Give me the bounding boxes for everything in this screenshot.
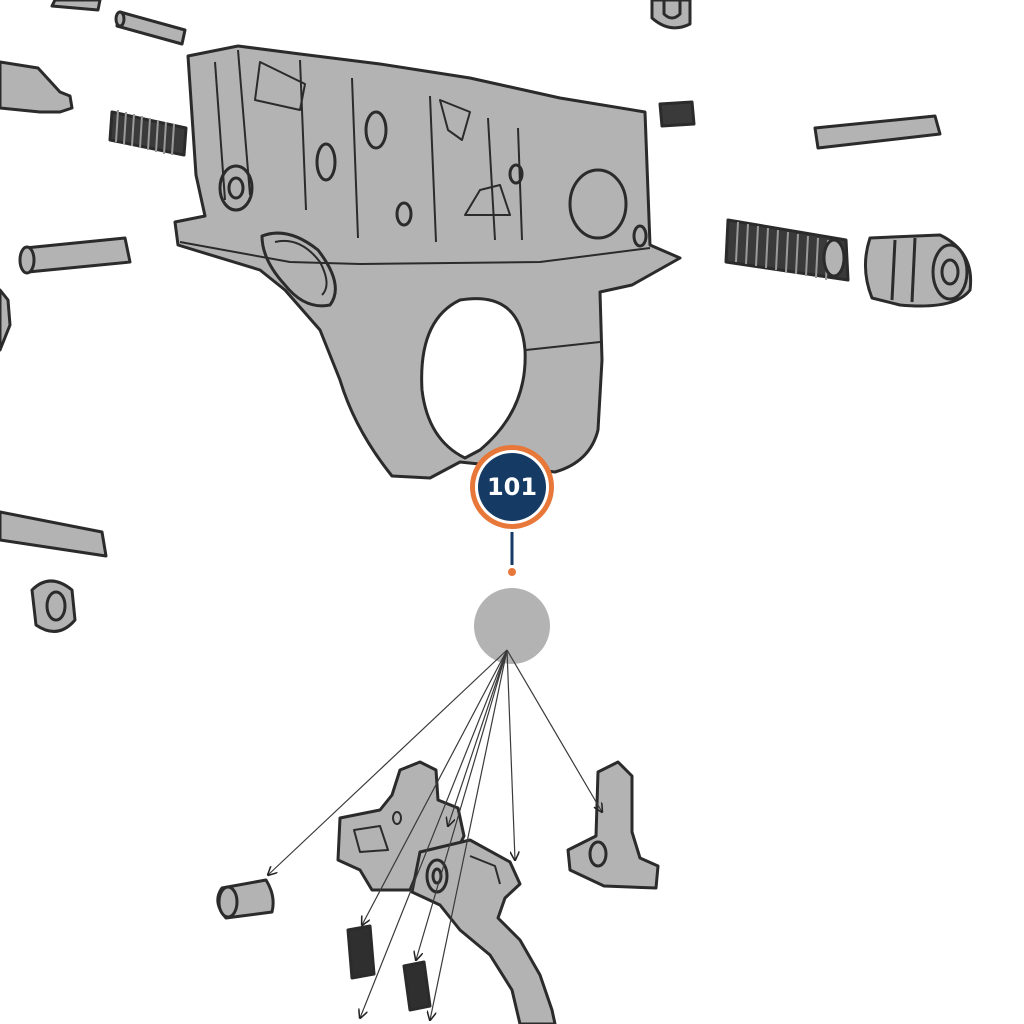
callout-badge-101[interactable]: 101 <box>470 445 554 529</box>
ring-lower-left[interactable] <box>30 579 77 633</box>
spring-upper-left[interactable] <box>108 109 188 157</box>
trigger-housing[interactable] <box>173 44 682 480</box>
pin-fragment-top[interactable] <box>50 0 102 12</box>
part-left-edge[interactable] <box>0 288 12 352</box>
leader-line-trigger <box>506 649 515 860</box>
callout-number: 101 <box>478 453 546 521</box>
leader-line-spring-left <box>362 649 508 925</box>
pin-top-left[interactable] <box>114 10 187 46</box>
spring-right[interactable] <box>724 218 850 282</box>
bushing-right[interactable] <box>864 233 973 308</box>
detent-block[interactable] <box>0 60 74 114</box>
spring-small-left[interactable] <box>346 924 376 980</box>
leader-line-pin-b <box>430 649 508 1020</box>
callout-ring: 101 <box>475 450 549 524</box>
leader-line-pin-a <box>360 649 508 1018</box>
pin-left[interactable] <box>18 236 132 275</box>
leader-line-bushing <box>268 649 508 875</box>
pin-right[interactable] <box>813 114 942 150</box>
rod-lower-left[interactable] <box>0 510 108 558</box>
ring-top-right[interactable] <box>650 0 692 30</box>
leader-line-hammer <box>448 649 508 826</box>
pin-bushing-lower[interactable] <box>216 878 275 920</box>
callout-connector <box>508 532 516 576</box>
leader-line-spring-right <box>416 649 508 960</box>
assembly-hub <box>474 588 550 664</box>
trigger-part[interactable] <box>410 838 557 1024</box>
leader-line-disconnector <box>506 649 602 812</box>
spring-small-right[interactable] <box>402 960 432 1012</box>
disconnector-part[interactable] <box>566 760 660 890</box>
plug-small[interactable] <box>658 100 696 128</box>
